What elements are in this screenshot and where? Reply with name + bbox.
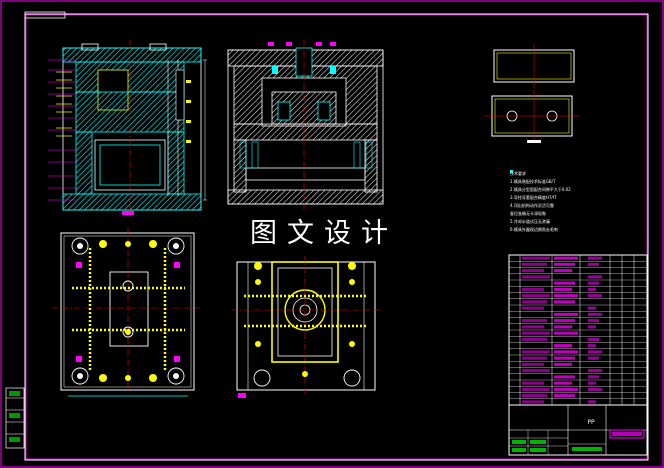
bom-cell-text — [554, 356, 575, 360]
bom-cell-text — [554, 287, 572, 291]
watermark-text: 图文设计 — [250, 218, 398, 249]
bom-cell-text — [522, 400, 544, 404]
technical-note-line: 1.模具装配技术标准GB/T — [510, 179, 556, 184]
technical-notes-title: 技术要求 — [510, 171, 526, 176]
title-block-material: PP — [587, 419, 595, 426]
bom-cell-text — [522, 369, 550, 373]
bom-cell-text — [522, 362, 544, 366]
bom-cell-text — [522, 387, 550, 391]
bom-cell-text — [554, 262, 575, 266]
technical-note-line: 6.模具外露锐边倒角去毛刺 — [510, 227, 558, 232]
bom-cell-text — [588, 287, 596, 291]
bom-cell-text — [554, 387, 578, 391]
bom-cell-text — [588, 262, 599, 266]
bom-cell-text — [588, 344, 596, 348]
bom-cell-text — [522, 262, 547, 266]
title-block — [508, 404, 648, 456]
mold-top-plan-view — [52, 228, 200, 397]
bom-cell-text — [588, 281, 599, 285]
bom-cell-text — [522, 356, 547, 360]
bom-cell-text — [588, 275, 602, 279]
bom-cell-text — [522, 269, 544, 273]
bom-cell-text — [588, 381, 596, 385]
technical-notes: 技术要求 1.模具装配技术标准GB/T 2.模具分型面配合间隙不大于0.02 3… — [510, 170, 610, 234]
bom-cell-text — [554, 325, 572, 329]
bom-cell-text — [588, 369, 602, 373]
part-detail-view — [484, 44, 580, 143]
bom-cell-text — [522, 394, 547, 398]
bom-cell-text — [554, 281, 575, 285]
bom-cell-text — [588, 325, 596, 329]
bom-cell-text — [522, 275, 550, 279]
bom-cell-text — [588, 387, 602, 391]
bom-cell-text — [588, 337, 599, 341]
bom-cell-text — [588, 319, 599, 323]
technical-notes-marks — [510, 170, 513, 173]
bom-cell-text — [522, 337, 547, 341]
bom-cell-text — [522, 300, 547, 304]
bom-cell-text — [522, 287, 544, 291]
mold-side-section-view — [227, 40, 384, 210]
technical-note-line: 3.导柱导套配合精度H7/f7 — [510, 195, 557, 200]
bom-cell-text — [554, 381, 572, 385]
bom-cell-text — [588, 306, 596, 310]
bom-cell-text — [588, 294, 602, 298]
bom-cell-text — [588, 256, 602, 260]
technical-note-line: 2.模具分型面配合间隙不大于0.02 — [510, 187, 571, 192]
bom-cell-text — [554, 319, 575, 323]
bom-cell-text — [522, 306, 544, 310]
bom-cell-text — [588, 356, 599, 360]
bom-cell-text — [588, 350, 602, 354]
bom-cell-text — [554, 300, 575, 304]
bom-cell-text — [522, 350, 550, 354]
bom-cell-text — [554, 362, 572, 366]
technical-note-line: 4.顶出机构动作灵活可靠 — [510, 203, 554, 208]
bom-cell-text — [522, 331, 550, 335]
bom-cell-text — [522, 294, 550, 298]
bom-cell-text — [554, 375, 575, 379]
bom-cell-text — [554, 256, 578, 260]
mold-front-section-view — [48, 40, 207, 215]
bill-of-materials-table — [508, 254, 648, 406]
technical-note-line: 复位准确无卡滞现象 — [510, 211, 546, 216]
bom-cell-text — [588, 400, 596, 404]
bom-cell-text — [522, 319, 547, 323]
bom-cell-text — [554, 350, 578, 354]
bom-cell-text — [522, 256, 550, 260]
bom-cell-text — [522, 381, 544, 385]
bom-cell-text — [588, 312, 602, 316]
bom-cell-text — [554, 344, 572, 348]
bom-cell-text — [554, 331, 578, 335]
moving-half-plan-view — [232, 256, 380, 398]
bom-cell-text — [554, 312, 578, 316]
bom-cell-text — [554, 294, 578, 298]
revision-strip — [5, 387, 25, 449]
technical-note-line: 5.冷却水道试压无渗漏 — [510, 219, 550, 224]
bom-cell-text — [554, 269, 572, 273]
bom-cell-text — [522, 325, 544, 329]
bom-cell-text — [588, 375, 599, 379]
bom-cell-text — [554, 394, 575, 398]
